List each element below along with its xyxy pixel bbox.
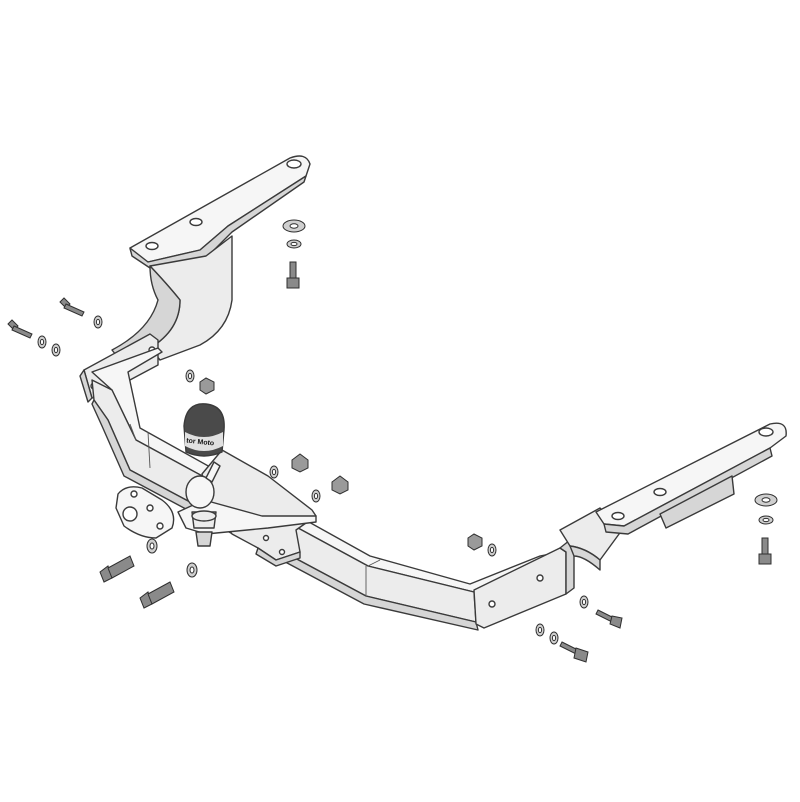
tow-ball-cap: tor Moto <box>183 403 225 457</box>
far-right-fasteners <box>754 493 778 565</box>
cap-brand-label: tor Moto <box>186 438 215 448</box>
lower-right-bolts <box>535 595 623 663</box>
lower-left-bolts <box>99 538 198 609</box>
center-nuts <box>185 369 497 557</box>
left-side-bolts <box>7 297 103 357</box>
tow-ball <box>185 461 221 547</box>
right-mounting-bracket <box>473 422 787 629</box>
upper-right-fasteners <box>282 219 306 289</box>
left-mounting-bracket <box>79 155 311 403</box>
